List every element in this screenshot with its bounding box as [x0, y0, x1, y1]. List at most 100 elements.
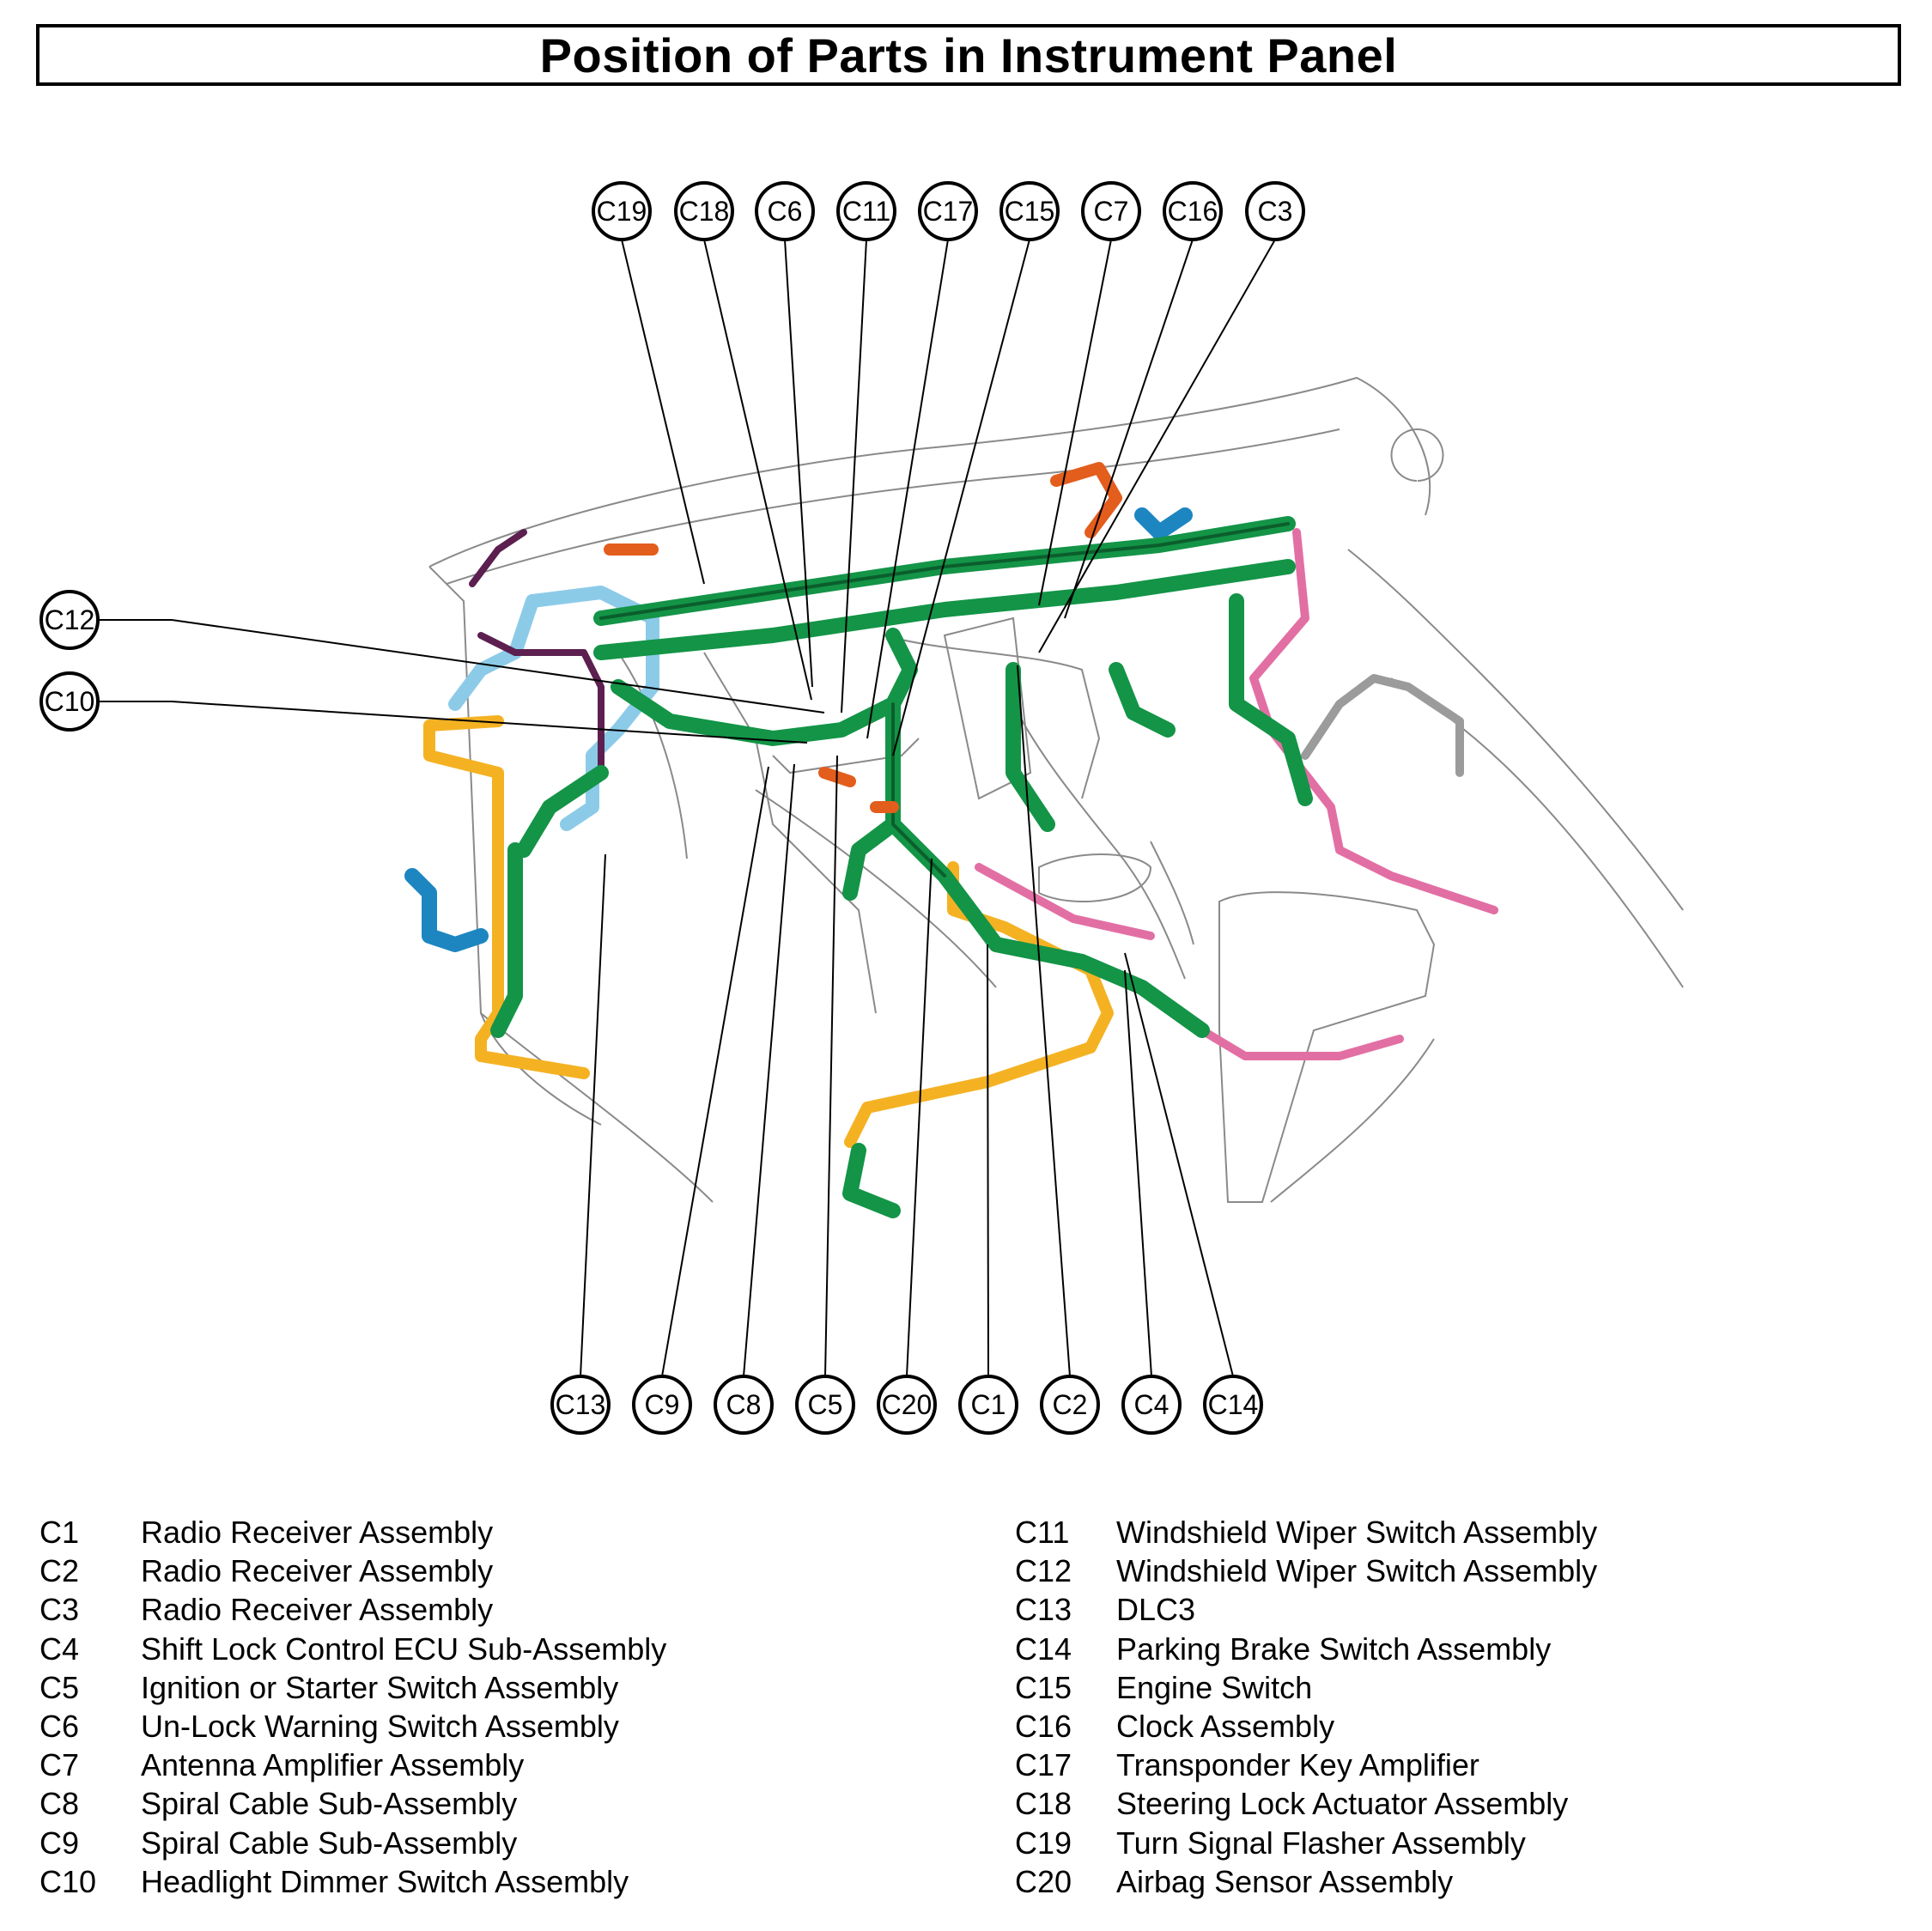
- callout-c4: C4: [1121, 1375, 1182, 1435]
- leader-line-c15: [892, 239, 1030, 756]
- legend-code: C9: [39, 1825, 80, 1861]
- legend-code: C6: [39, 1709, 80, 1744]
- leader-line-c6: [784, 239, 813, 688]
- leader-line-c19: [621, 239, 705, 585]
- callout-c10: C10: [39, 671, 100, 732]
- callout-c18: C18: [674, 181, 734, 241]
- callout-label: C13: [556, 1389, 606, 1420]
- leader-line-c2: [1017, 665, 1071, 1377]
- legend-description: Airbag Sensor Assembly: [1116, 1863, 1454, 1899]
- callout-circle: [1203, 1375, 1263, 1435]
- harness-lightblue: [448, 586, 659, 831]
- callout-c19: C19: [592, 181, 652, 241]
- callout-label: C7: [1094, 196, 1129, 227]
- callout-c13: C13: [550, 1375, 611, 1435]
- legend-description: Parking Brake Switch Assembly: [1116, 1630, 1552, 1667]
- callout-label: C6: [768, 196, 803, 227]
- legend-description: Transponder Key Amplifier: [1116, 1747, 1479, 1783]
- legend-code: C10: [39, 1863, 97, 1899]
- leader-line-c16: [1064, 239, 1194, 619]
- callout-circle: [39, 590, 100, 650]
- callout-c17: C17: [918, 181, 978, 241]
- callout-label: C10: [45, 686, 95, 717]
- callout-label: C1: [971, 1389, 1006, 1420]
- dashboard-outline: [428, 376, 1684, 1203]
- leader-line-c7: [1038, 239, 1112, 606]
- callout-circle: [755, 181, 815, 241]
- legend-code: C8: [39, 1786, 80, 1822]
- legend-code: C3: [39, 1592, 80, 1628]
- legend-code: C19: [1015, 1825, 1072, 1861]
- callout-c7: C7: [1081, 181, 1141, 241]
- callout-circle: [1245, 181, 1305, 241]
- leader-line-c17: [866, 239, 949, 739]
- legend-code: C12: [1015, 1553, 1072, 1589]
- callout-label: C12: [45, 604, 95, 635]
- leader-line-c1: [987, 944, 989, 1377]
- harness-purple: [469, 529, 605, 776]
- callout-c9: C9: [632, 1375, 692, 1435]
- callout-label: C14: [1208, 1389, 1259, 1420]
- callout-circle: [1040, 1375, 1100, 1435]
- leader-line-c12: [98, 619, 825, 713]
- callout-label: C15: [1005, 196, 1055, 227]
- callout-circle: [1081, 181, 1141, 241]
- callout-label: C3: [1258, 196, 1293, 227]
- callout-c2: C2: [1040, 1375, 1100, 1435]
- legend-description: Steering Lock Actuator Assembly: [1116, 1786, 1569, 1822]
- callout-circle: [39, 671, 100, 732]
- legend-description: Spiral Cable Sub-Assembly: [141, 1786, 518, 1822]
- callout-circle: [592, 181, 652, 241]
- callout-circle: [674, 181, 734, 241]
- harness-blue: [404, 507, 1193, 952]
- legend-code: C13: [1015, 1592, 1072, 1628]
- legend-description: Windshield Wiper Switch Assembly: [1116, 1515, 1598, 1550]
- callout-circle: [795, 1375, 855, 1435]
- callout-label: C9: [645, 1389, 680, 1420]
- callout-c6: C6: [755, 181, 815, 241]
- callout-c12: C12: [39, 590, 100, 650]
- legend-code: C20: [1015, 1863, 1072, 1899]
- legend-code: C14: [1015, 1630, 1072, 1667]
- callout-circle: [632, 1375, 692, 1435]
- leader-line-c20: [906, 858, 933, 1377]
- leader-line-c4: [1124, 969, 1152, 1377]
- title-box: Position of Parts in Instrument Panel: [36, 24, 1901, 86]
- callout-circle: [836, 181, 896, 241]
- legend-description: Radio Receiver Assembly: [141, 1592, 494, 1628]
- legend-code: C15: [1015, 1669, 1072, 1705]
- harness-orange: [604, 462, 1122, 813]
- legend-description: Spiral Cable Sub-Assembly: [141, 1825, 518, 1861]
- callout-label: C16: [1168, 196, 1218, 227]
- callout-label: C17: [923, 196, 974, 227]
- leader-lines: [98, 239, 1276, 1377]
- wiring-harness: [404, 462, 1498, 1218]
- harness-green-main: [490, 516, 1313, 1218]
- leader-line-c11: [841, 239, 867, 713]
- callout-label: C2: [1053, 1389, 1088, 1420]
- leader-line-c13: [580, 853, 606, 1377]
- legend-description: Ignition or Starter Switch Assembly: [141, 1669, 619, 1705]
- callout-circle: [1121, 1375, 1182, 1435]
- legend-code: C4: [39, 1630, 80, 1667]
- callout-c3: C3: [1245, 181, 1305, 241]
- legend-code: C16: [1015, 1709, 1072, 1744]
- callout-circle: [877, 1375, 937, 1435]
- legend-code: C11: [1015, 1515, 1070, 1550]
- legend-description: Shift Lock Control ECU Sub-Assembly: [141, 1630, 667, 1667]
- legend-description: Turn Signal Flasher Assembly: [1116, 1825, 1526, 1861]
- callout-label: C5: [808, 1389, 843, 1420]
- callout-c15: C15: [999, 181, 1060, 241]
- legend-description: Engine Switch: [1116, 1669, 1313, 1705]
- callout-label: C4: [1134, 1389, 1170, 1420]
- callout-label: C18: [679, 196, 730, 227]
- callout-label: C8: [726, 1389, 762, 1420]
- leader-line-c9: [661, 766, 769, 1377]
- leader-line-c14: [1124, 952, 1234, 1377]
- callout-label: C19: [597, 196, 647, 227]
- callout-circle: [918, 181, 978, 241]
- leader-line-c3: [1038, 239, 1276, 653]
- callout-c5: C5: [795, 1375, 855, 1435]
- legend-code: C17: [1015, 1747, 1072, 1783]
